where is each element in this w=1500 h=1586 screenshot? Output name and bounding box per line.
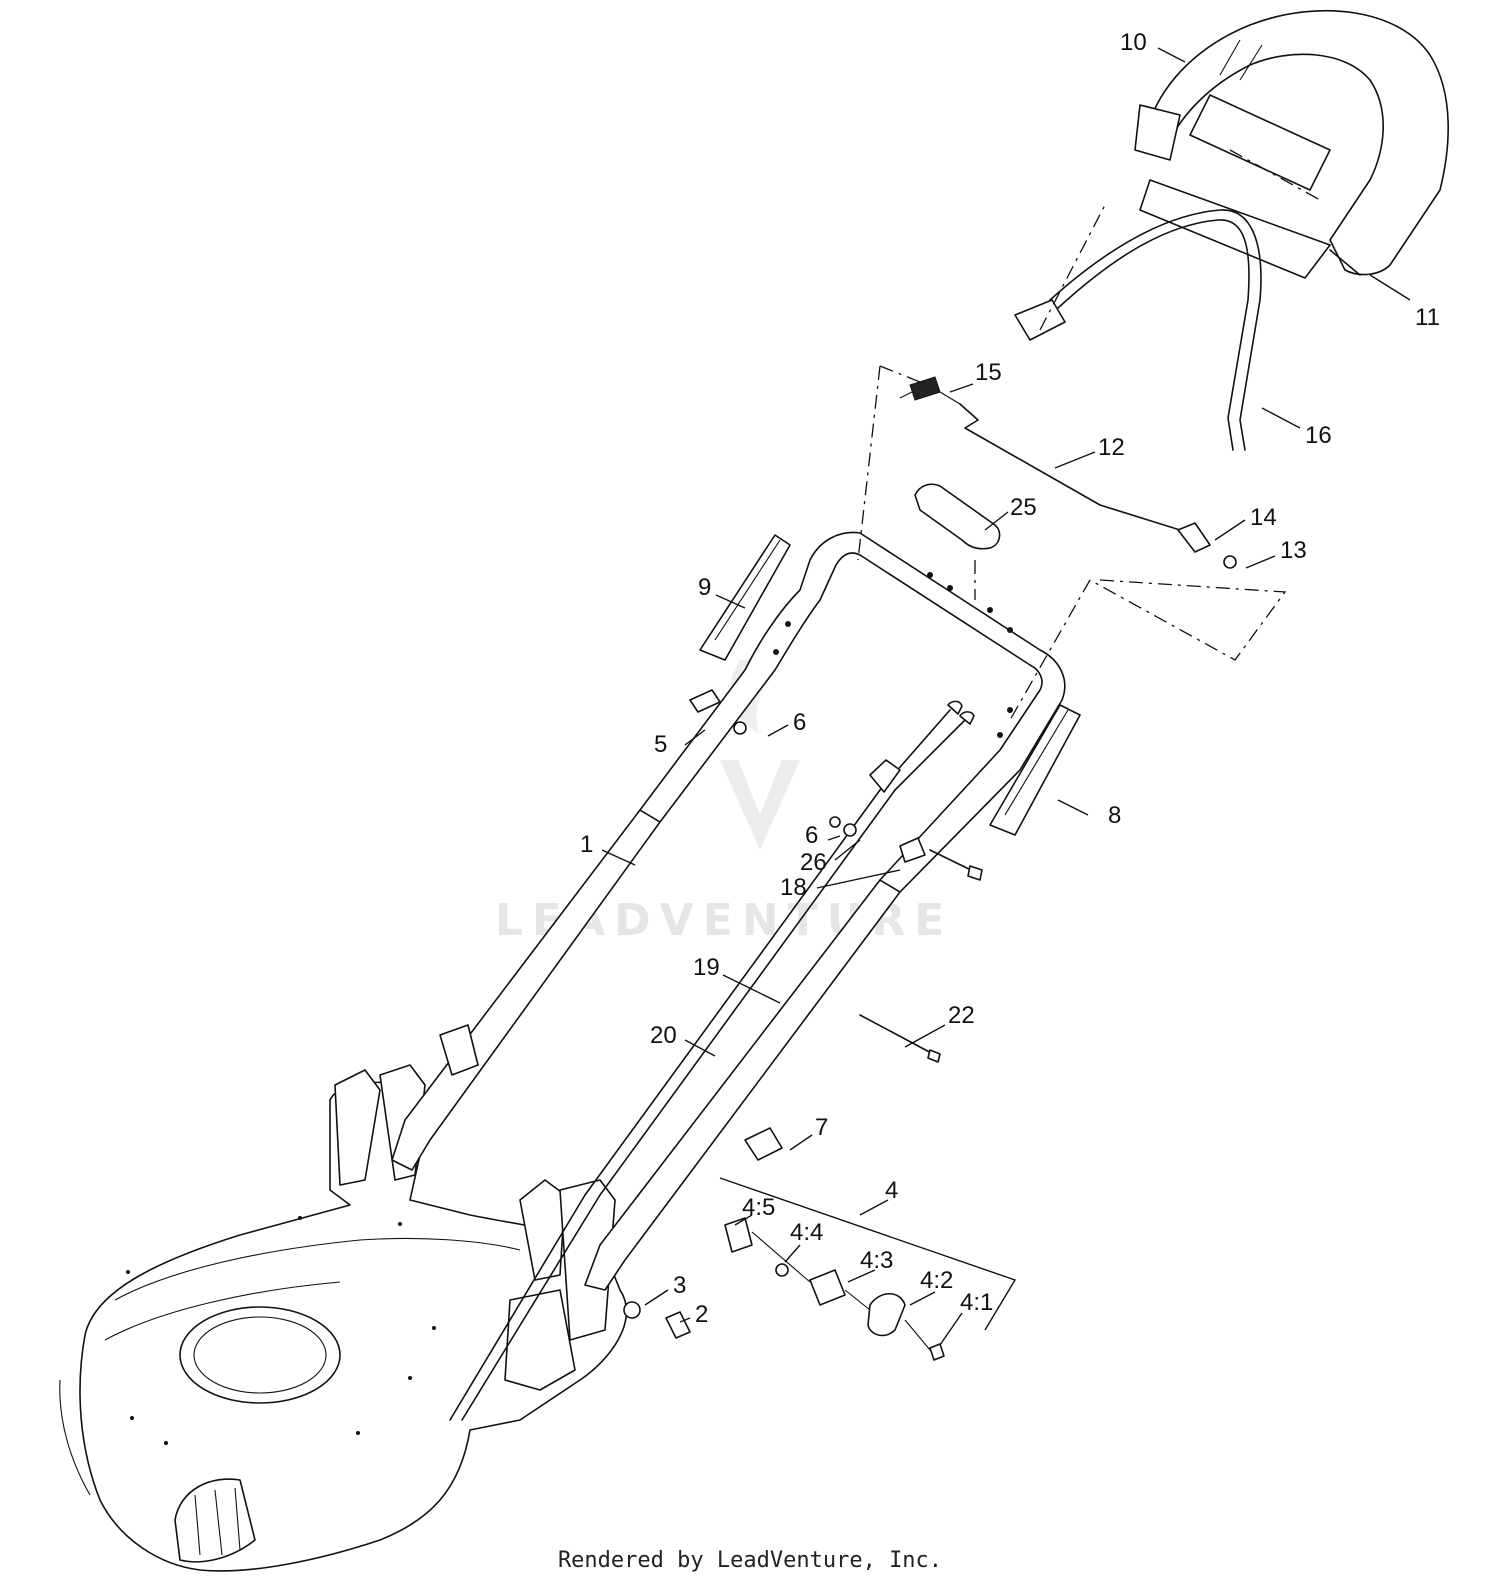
callout-19: 19 xyxy=(693,954,720,981)
callout-3: 3 xyxy=(673,1272,686,1299)
callout-10: 10 xyxy=(1120,29,1147,56)
callout-4: 4 xyxy=(885,1177,898,1204)
part-3-washer-part-2-bolt xyxy=(623,1301,691,1339)
part-11-bar xyxy=(1329,249,1361,276)
part-25-grip xyxy=(914,483,1001,550)
callout-7: 7 xyxy=(815,1114,828,1141)
callout-8: 8 xyxy=(1108,802,1121,829)
callout-22: 22 xyxy=(948,1002,975,1029)
callout-labels: 10 11 15 16 12 25 14 13 9 5 6 6 26 8 1 1… xyxy=(580,29,1440,1328)
callout-1: 1 xyxy=(580,831,593,858)
callout-4-4: 4:4 xyxy=(790,1219,823,1246)
callout-4-1: 4:1 xyxy=(960,1289,993,1316)
callout-18: 18 xyxy=(780,874,807,901)
callout-15: 15 xyxy=(975,359,1002,386)
callout-25: 25 xyxy=(1010,494,1037,521)
lower-handle-assembly xyxy=(391,531,1066,1291)
part-10-upper-handle xyxy=(1134,9,1449,279)
part-8-cover xyxy=(989,704,1081,836)
small-hardware xyxy=(689,689,983,1161)
callout-9: 9 xyxy=(698,574,711,601)
part-4-assembly xyxy=(719,1177,1017,1361)
control-rod-assembly xyxy=(899,376,1237,569)
callout-4-3: 4:3 xyxy=(860,1247,893,1274)
callout-20: 20 xyxy=(650,1022,677,1049)
callout-6-lower: 6 xyxy=(805,822,818,849)
callout-26: 26 xyxy=(800,849,827,876)
callout-leaders xyxy=(601,47,1411,1346)
alignment-lines xyxy=(857,149,1321,721)
callout-6-upper: 6 xyxy=(793,709,806,736)
part-16-bail xyxy=(1014,209,1262,451)
callout-12: 12 xyxy=(1098,434,1125,461)
callout-13: 13 xyxy=(1280,537,1307,564)
callout-16: 16 xyxy=(1305,422,1332,449)
callout-4-5: 4:5 xyxy=(742,1194,775,1221)
callout-5: 5 xyxy=(654,731,667,758)
callout-4-2: 4:2 xyxy=(920,1267,953,1294)
render-credit-footer: Rendered by LeadVenture, Inc. xyxy=(557,1548,943,1573)
callout-2: 2 xyxy=(695,1301,708,1328)
part-9-cover xyxy=(699,534,791,661)
mower-deck xyxy=(59,1064,628,1572)
callout-11: 11 xyxy=(1415,304,1440,331)
cables xyxy=(449,700,975,1421)
callout-14: 14 xyxy=(1250,504,1277,531)
